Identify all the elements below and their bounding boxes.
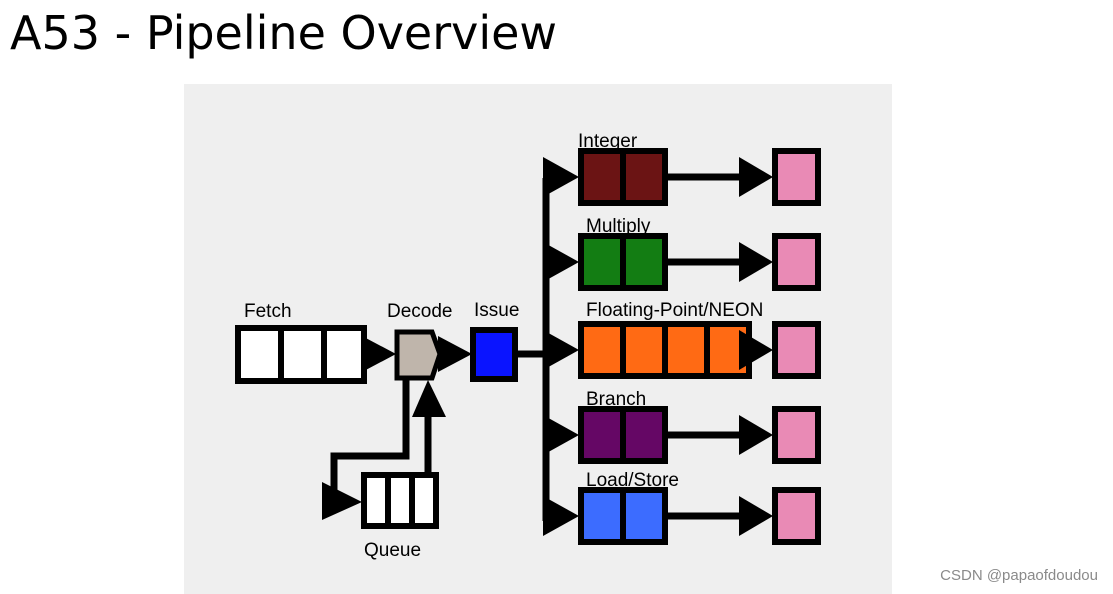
load-store-output-arrow	[739, 496, 773, 536]
queue-label: Queue	[364, 540, 421, 561]
decode-block	[394, 329, 443, 381]
load-store-input-arrow	[543, 496, 579, 536]
decode-label: Decode	[387, 301, 453, 322]
load-store-writeback	[772, 487, 821, 545]
decode-to-issue-arrow	[438, 336, 472, 372]
branch-writeback	[772, 406, 821, 464]
fetch-to-decode-arrow	[362, 336, 396, 372]
floating-point-neon-writeback	[772, 321, 821, 379]
floating-point-neon-label: Floating-Point/NEON	[586, 300, 763, 321]
multiply-output-arrow	[739, 242, 773, 282]
load-store-label: Load/Store	[586, 470, 679, 491]
pipeline-diagram: Fetch Decode Issue Queue	[184, 84, 892, 594]
fetch-label: Fetch	[244, 301, 292, 322]
branch-input-arrow	[543, 415, 579, 455]
integer-input-arrow	[543, 157, 579, 197]
fetch-buffer	[235, 325, 367, 384]
floating-point-neon-output-arrow	[739, 330, 773, 370]
integer-label: Integer	[578, 131, 638, 152]
branch-label: Branch	[586, 389, 646, 410]
issue-bus	[515, 178, 550, 521]
decode-to-queue-path	[322, 378, 410, 520]
issue-label: Issue	[474, 300, 519, 321]
integer-output-arrow	[739, 157, 773, 197]
multiply-writeback	[772, 233, 821, 291]
integer-writeback	[772, 148, 821, 206]
watermark: CSDN @papaofdoudou	[940, 567, 1098, 584]
multiply-label: Multiply	[586, 216, 651, 237]
slide-title: A53 - Pipeline Overview	[10, 6, 558, 60]
queue-to-decode-path	[412, 380, 446, 475]
branch-output-arrow	[739, 415, 773, 455]
issue-block	[470, 327, 518, 382]
multiply-input-arrow	[543, 242, 579, 282]
queue-buffer	[361, 472, 439, 529]
floating-point-neon-input-arrow	[543, 330, 579, 370]
